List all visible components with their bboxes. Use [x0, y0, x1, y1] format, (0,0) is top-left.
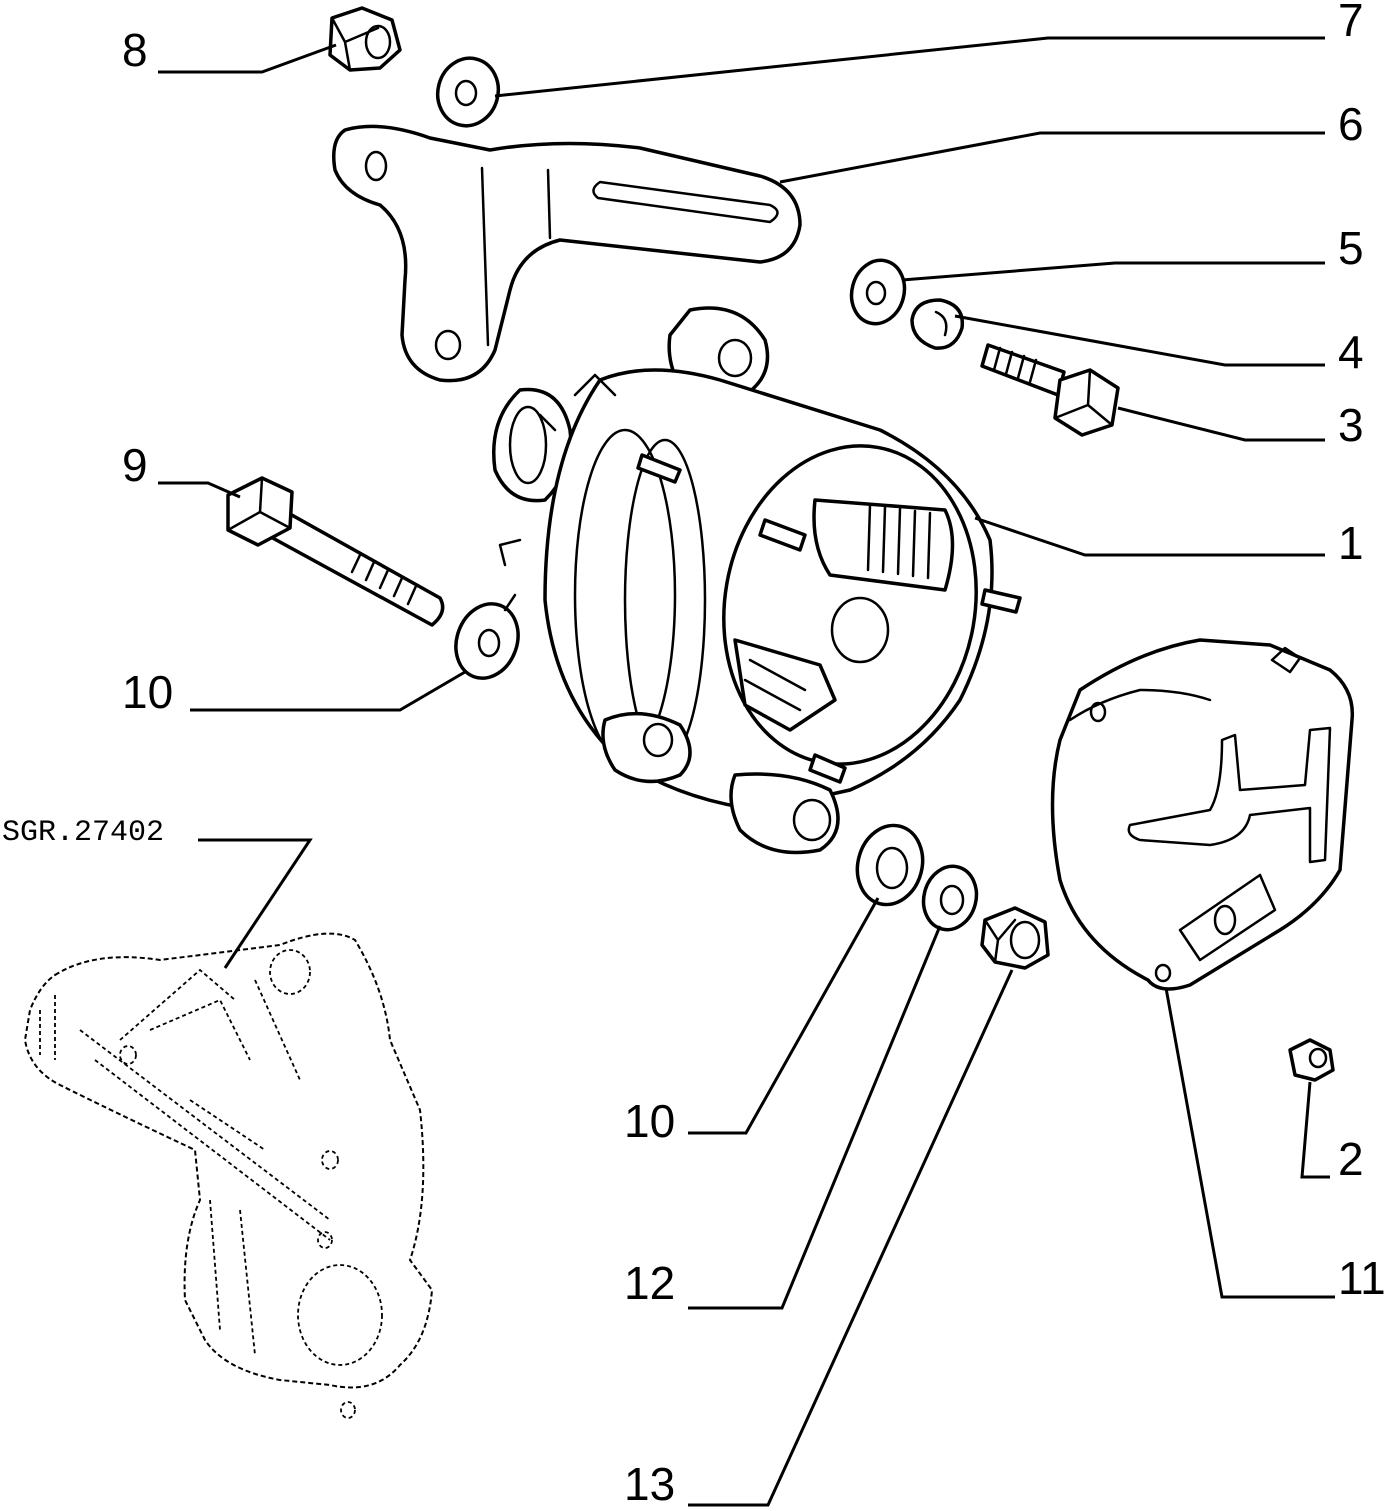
callout-3: 3 [1338, 399, 1364, 451]
callout-12: 12 [624, 1257, 675, 1309]
callout-1: 1 [1338, 517, 1364, 569]
leader-9 [158, 481, 241, 499]
part-6-bracket [332, 124, 802, 383]
part-9-long-bolt [226, 476, 445, 627]
leader-ref [198, 838, 313, 969]
callout-4: 4 [1338, 326, 1364, 378]
part-10-washer-upper [454, 602, 520, 680]
leader-2 [1300, 1081, 1330, 1179]
leader-lines [158, 36, 1335, 1507]
part-8-nut [328, 6, 402, 72]
part-2-nut [1288, 1038, 1335, 1082]
leader-13 [688, 969, 1014, 1507]
callout-11: 11 [1338, 1252, 1386, 1304]
leader-3 [1117, 406, 1325, 442]
leader-6 [779, 131, 1325, 184]
part-3-bolt [980, 343, 1120, 437]
leader-8 [158, 43, 337, 74]
callout-7: 7 [1338, 0, 1364, 46]
leader-11 [1164, 987, 1335, 1299]
callout-8: 8 [122, 24, 148, 76]
part-10-washer-lower [855, 823, 925, 907]
reference-code: SGR.27402 [2, 816, 164, 850]
part-11-rear-cover [1050, 638, 1355, 991]
callout-5: 5 [1338, 222, 1364, 274]
part-12-washer [921, 864, 979, 932]
part-4-spring-washer [910, 298, 965, 350]
leader-7 [494, 36, 1325, 98]
leader-4 [954, 314, 1325, 367]
callout-10-lower: 10 [624, 1095, 675, 1147]
callout-2: 2 [1338, 1133, 1364, 1185]
callout-9: 9 [122, 439, 148, 491]
callout-10-upper: 10 [122, 666, 173, 718]
part-1-alternator [492, 306, 1022, 855]
leader-10-upper [190, 670, 466, 712]
part-13-nut [980, 906, 1050, 970]
callout-13: 13 [624, 1458, 675, 1510]
part-5-washer [849, 258, 907, 326]
leader-5 [901, 261, 1325, 282]
leader-12 [688, 925, 942, 1310]
callout-6: 6 [1338, 98, 1364, 150]
reference-mounting-bracket [24, 932, 433, 1419]
leader-1 [974, 516, 1325, 557]
part-7-washer [435, 56, 501, 128]
leader-10-lower [688, 897, 880, 1135]
